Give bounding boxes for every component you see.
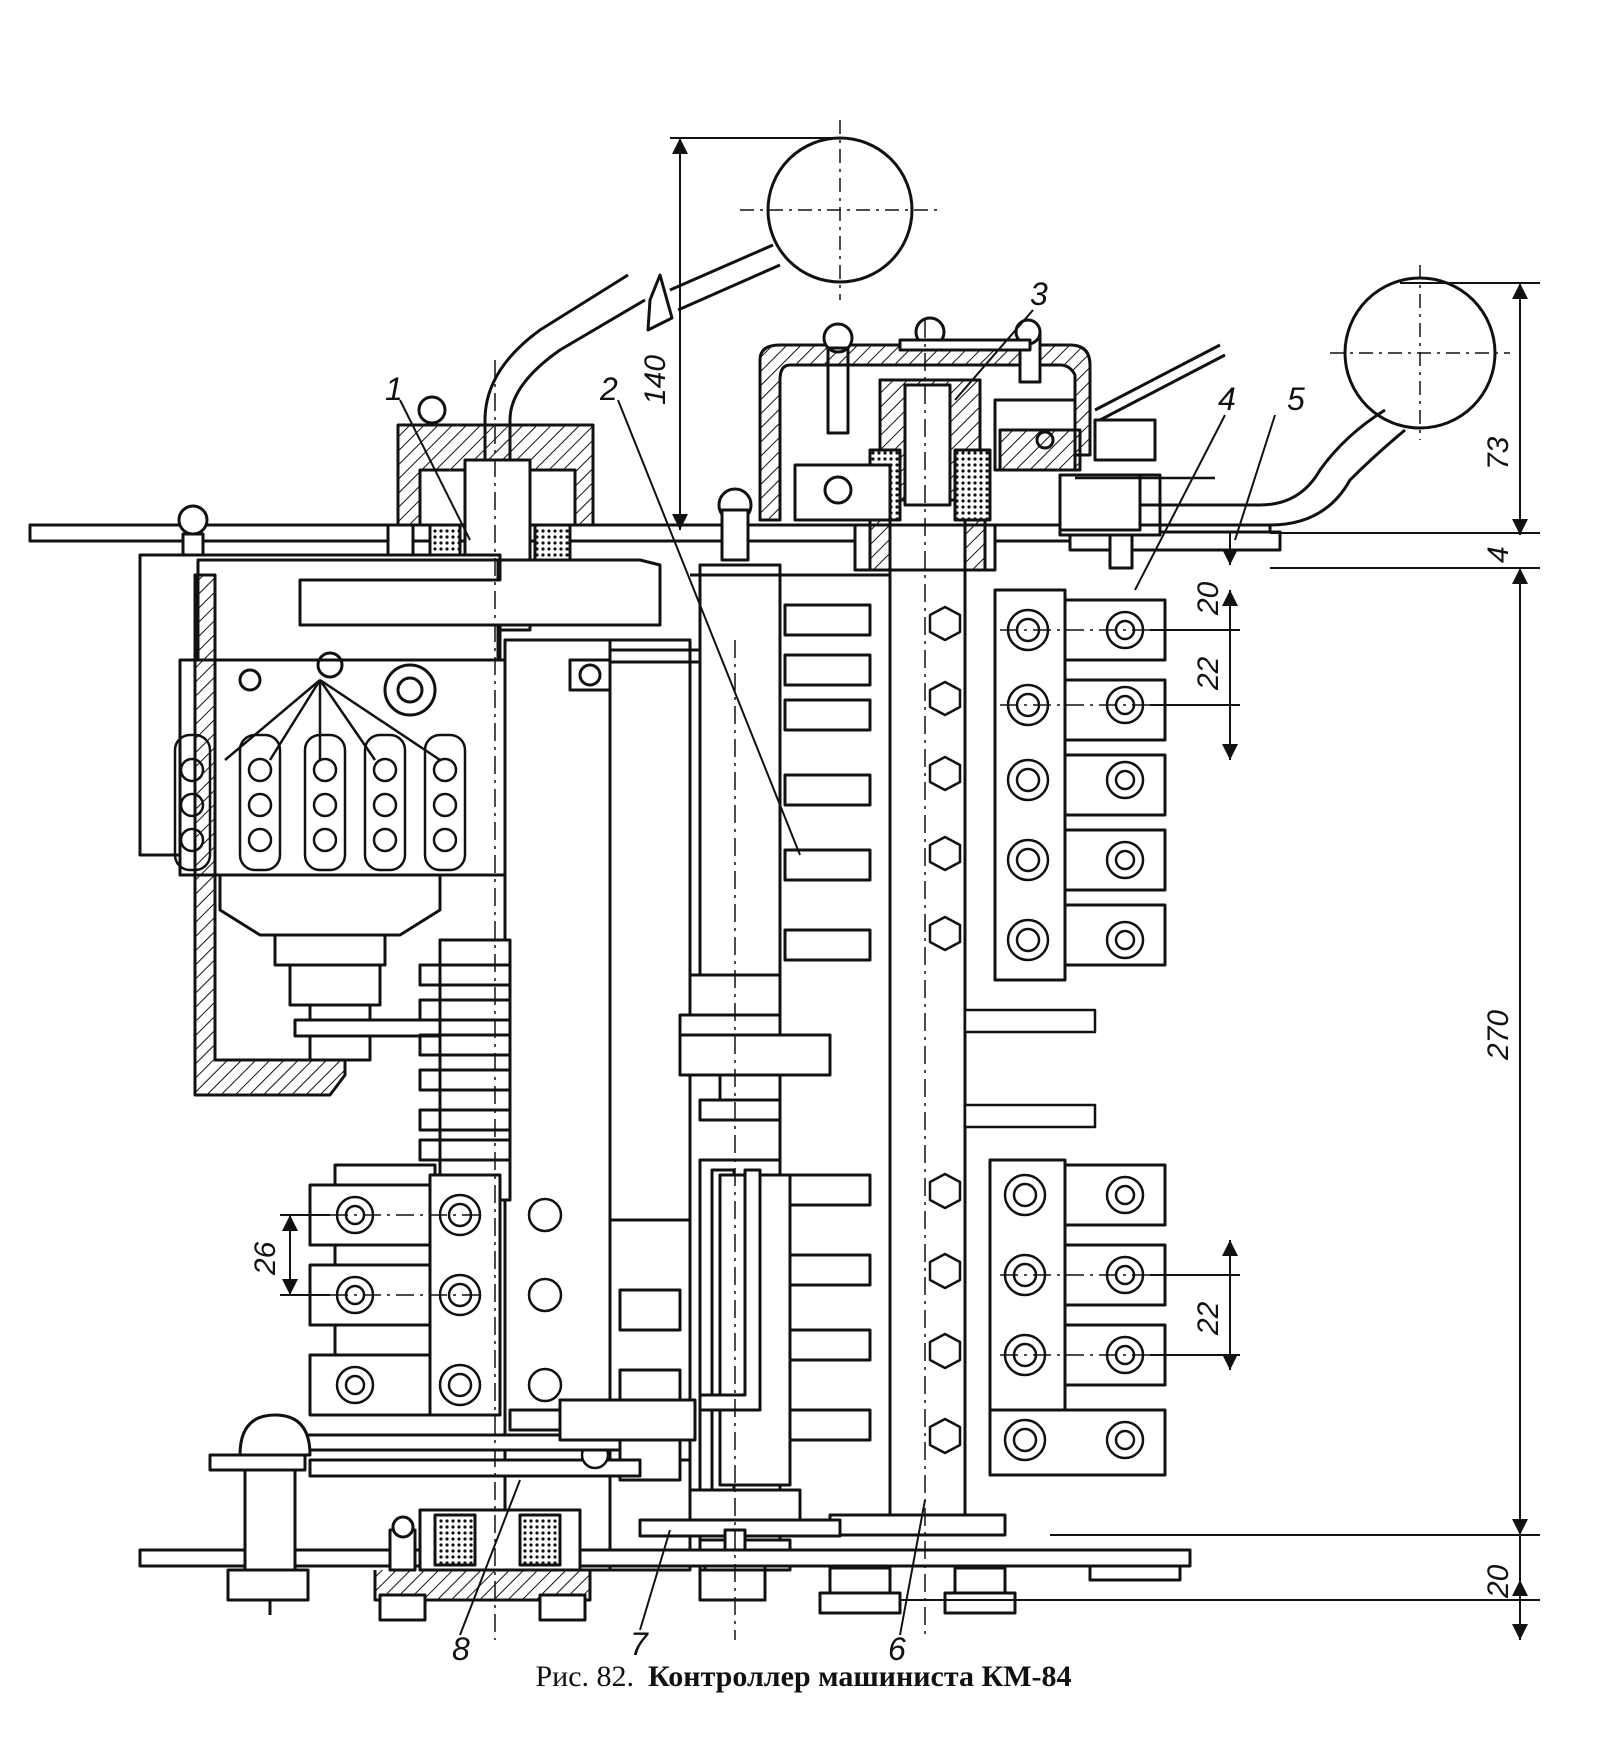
dimension-lines — [280, 137, 1540, 1640]
wire-fan — [224, 678, 441, 762]
figure-caption: Рис. 82. Контроллер машиниста КМ-84 — [0, 1660, 1607, 1694]
dim-73: 73 — [1482, 436, 1515, 470]
left-upper-block — [138, 553, 662, 1097]
figure-number: Рис. 82. — [535, 1660, 635, 1693]
callout-1: 1 — [385, 371, 403, 407]
callout-3: 3 — [1030, 276, 1048, 312]
callout-2: 2 — [599, 371, 618, 407]
callout-5: 5 — [1287, 381, 1305, 417]
reverser-handle — [1058, 265, 1510, 532]
dim-4: 4 — [1482, 546, 1515, 563]
main-handle — [483, 120, 940, 470]
dim-20-top: 20 — [1192, 581, 1225, 616]
callout-7: 7 — [630, 1626, 649, 1662]
figure-title: Контроллер машиниста КМ-84 — [648, 1660, 1072, 1693]
callout-4: 4 — [1218, 381, 1236, 417]
callout-8: 8 — [452, 1631, 470, 1667]
top-housing — [758, 316, 1226, 537]
center-lines — [330, 320, 1150, 1640]
dim-22-lower: 22 — [1192, 1301, 1225, 1336]
callout-labels: 1 2 3 4 5 6 7 8 — [385, 276, 1305, 1667]
upper-contacts — [928, 588, 1167, 982]
lower-contacts — [928, 1158, 1167, 1477]
callout-6: 6 — [888, 1631, 906, 1667]
dim-270: 270 — [1482, 1010, 1515, 1061]
dim-26: 26 — [249, 1241, 282, 1276]
dimension-labels: 140 73 4 20 22 270 20 26 22 — [249, 355, 1515, 1599]
dim-22-upper: 22 — [1192, 656, 1225, 691]
dim-140: 140 — [639, 355, 672, 405]
dim-20-base: 20 — [1482, 1564, 1515, 1599]
leader-lines — [399, 309, 1276, 1636]
